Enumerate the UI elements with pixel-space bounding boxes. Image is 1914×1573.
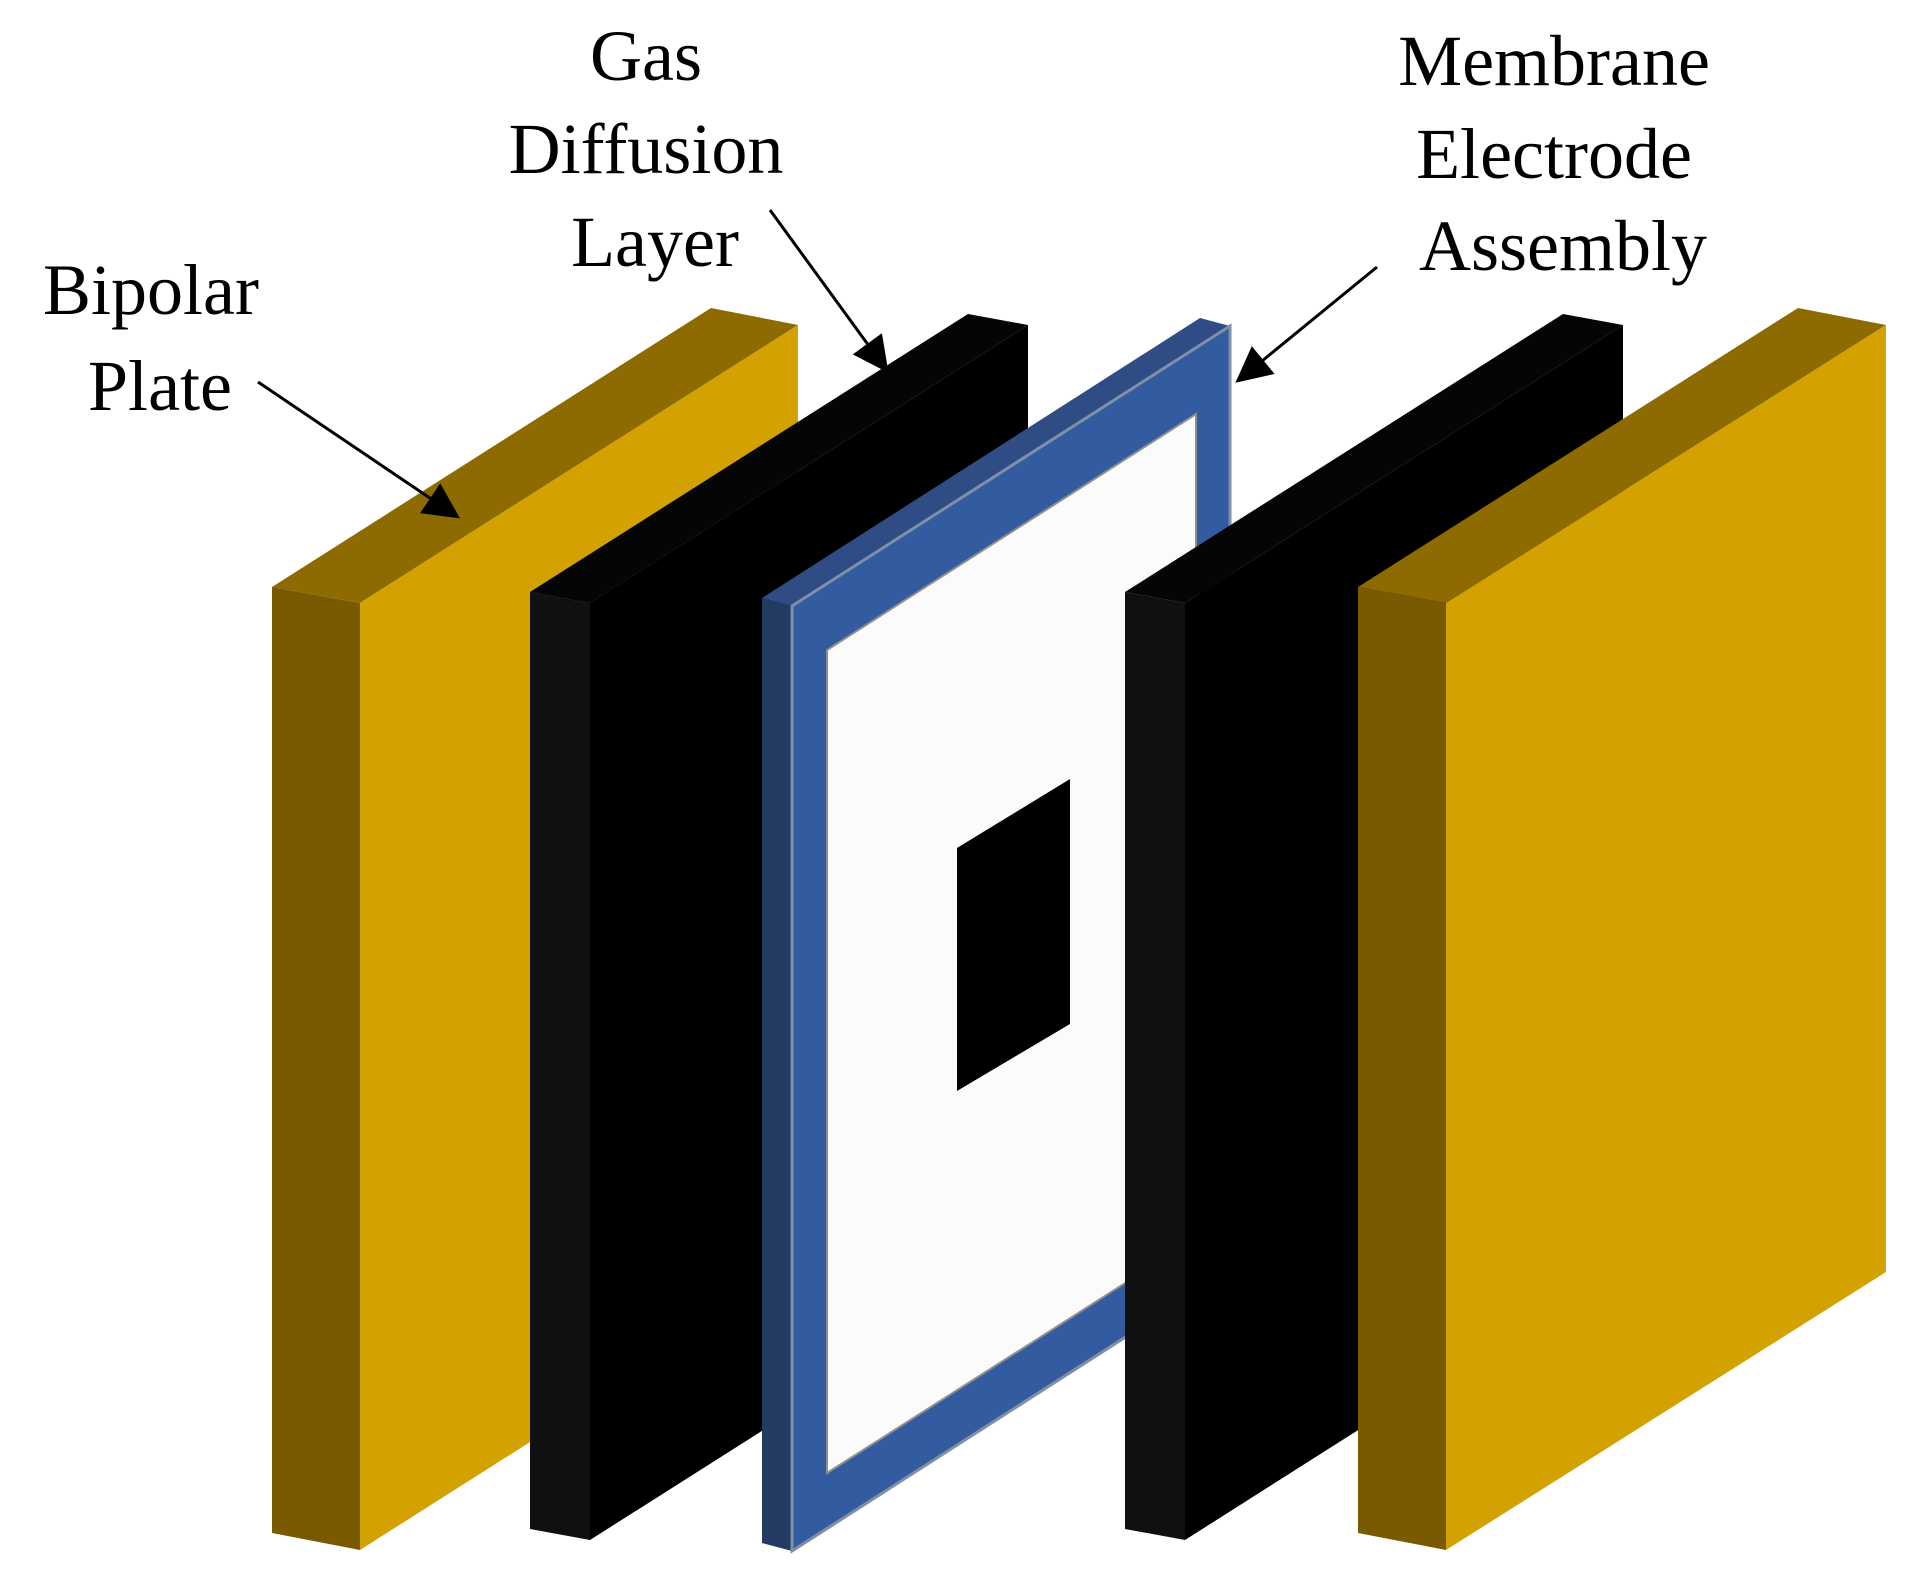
label-bipolar-plate: Bipolar Plate	[43, 250, 277, 426]
label-bipolar-plate-line-1: Bipolar	[43, 250, 259, 330]
membrane-electrode-assembly	[762, 318, 1232, 1554]
bipolar-plate-left-side	[272, 587, 360, 1550]
bipolar-plate-right	[1358, 308, 1886, 1550]
label-membrane-electrode-assembly: Membrane Electrode Assembly	[1398, 21, 1728, 286]
arrow-membrane-electrode-assembly	[1235, 265, 1378, 383]
label-gas-diffusion-layer-line-2: Diffusion	[509, 109, 784, 189]
arrow-gas-diffusion-layer	[768, 209, 889, 373]
bipolar-plate-right-side	[1358, 587, 1446, 1550]
label-gas-diffusion-layer-line-3: Layer	[571, 202, 739, 282]
gdl-left-top	[530, 314, 1028, 603]
label-mea-line-2: Electrode	[1416, 114, 1692, 194]
gdl-left-side	[530, 592, 590, 1540]
label-mea-line-1: Membrane	[1398, 21, 1710, 101]
bipolar-plate-right-front	[1446, 325, 1886, 1550]
gdl-right-side	[1125, 592, 1185, 1540]
label-bipolar-plate-line-2: Plate	[88, 346, 232, 426]
bipolar-plate-left-top	[272, 308, 798, 603]
label-mea-line-3: Assembly	[1419, 206, 1707, 286]
mea-frame-side	[762, 598, 792, 1551]
mea-active-area	[957, 779, 1070, 1091]
label-gas-diffusion-layer-line-1: Gas	[590, 16, 702, 96]
gdl-right-top	[1125, 314, 1623, 603]
label-gas-diffusion-layer: Gas Diffusion Layer	[509, 16, 802, 282]
bipolar-plate-right-top	[1358, 308, 1886, 603]
arrow-bipolar-plate	[257, 380, 460, 519]
mea-frame-top	[762, 318, 1230, 606]
